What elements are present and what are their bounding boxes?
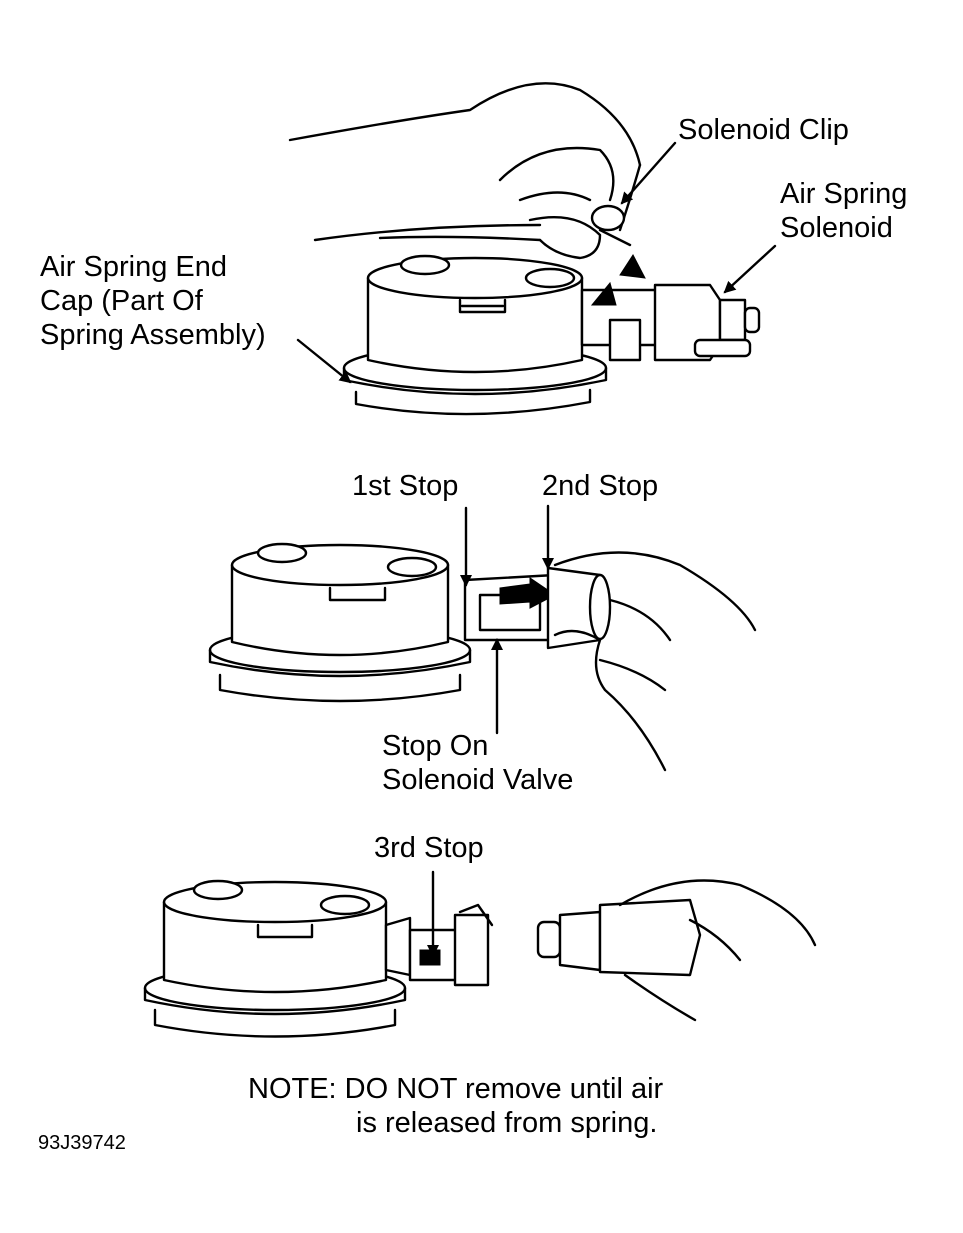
label-air-spring-solenoid-line2: Solenoid (780, 212, 893, 244)
label-first-stop: 1st Stop (352, 470, 459, 502)
panel-2-stops (208, 542, 757, 772)
panel-1-clip-removal (288, 82, 761, 416)
label-end-cap-line2: Cap (Part Of (40, 285, 203, 317)
label-stop-on-valve-line2: Solenoid Valve (382, 764, 574, 796)
label-second-stop: 2nd Stop (542, 470, 659, 502)
hand-2 (553, 551, 757, 772)
label-solenoid-clip: Solenoid Clip (678, 114, 849, 146)
label-end-cap-line3: Spring Assembly) (40, 319, 266, 351)
figure-code: 93J39742 (38, 1132, 126, 1154)
end-cap-1 (342, 254, 608, 416)
solenoid-3 (536, 898, 702, 977)
spring-fitting-3 (384, 903, 494, 987)
label-stop-on-valve-line1: Stop On (382, 730, 489, 762)
panel-3-removed (143, 879, 817, 1038)
note-line1: NOTE: DO NOT remove until air (248, 1073, 664, 1105)
hand-1 (288, 82, 642, 260)
note-line2: is released from spring. (356, 1107, 658, 1139)
pointer-end-cap (296, 338, 352, 384)
label-air-spring-solenoid-line1: Air Spring (780, 178, 908, 210)
hand-3 (618, 879, 817, 1022)
solenoid-2 (463, 566, 612, 650)
solenoid-1 (580, 254, 761, 362)
pointer-air-spring-solenoid (723, 244, 777, 294)
end-cap-2 (208, 542, 472, 703)
pointer-solenoid-clip (620, 141, 677, 205)
label-third-stop: 3rd Stop (374, 832, 484, 864)
end-cap-3 (143, 879, 407, 1038)
label-end-cap-line1: Air Spring End (40, 251, 227, 283)
